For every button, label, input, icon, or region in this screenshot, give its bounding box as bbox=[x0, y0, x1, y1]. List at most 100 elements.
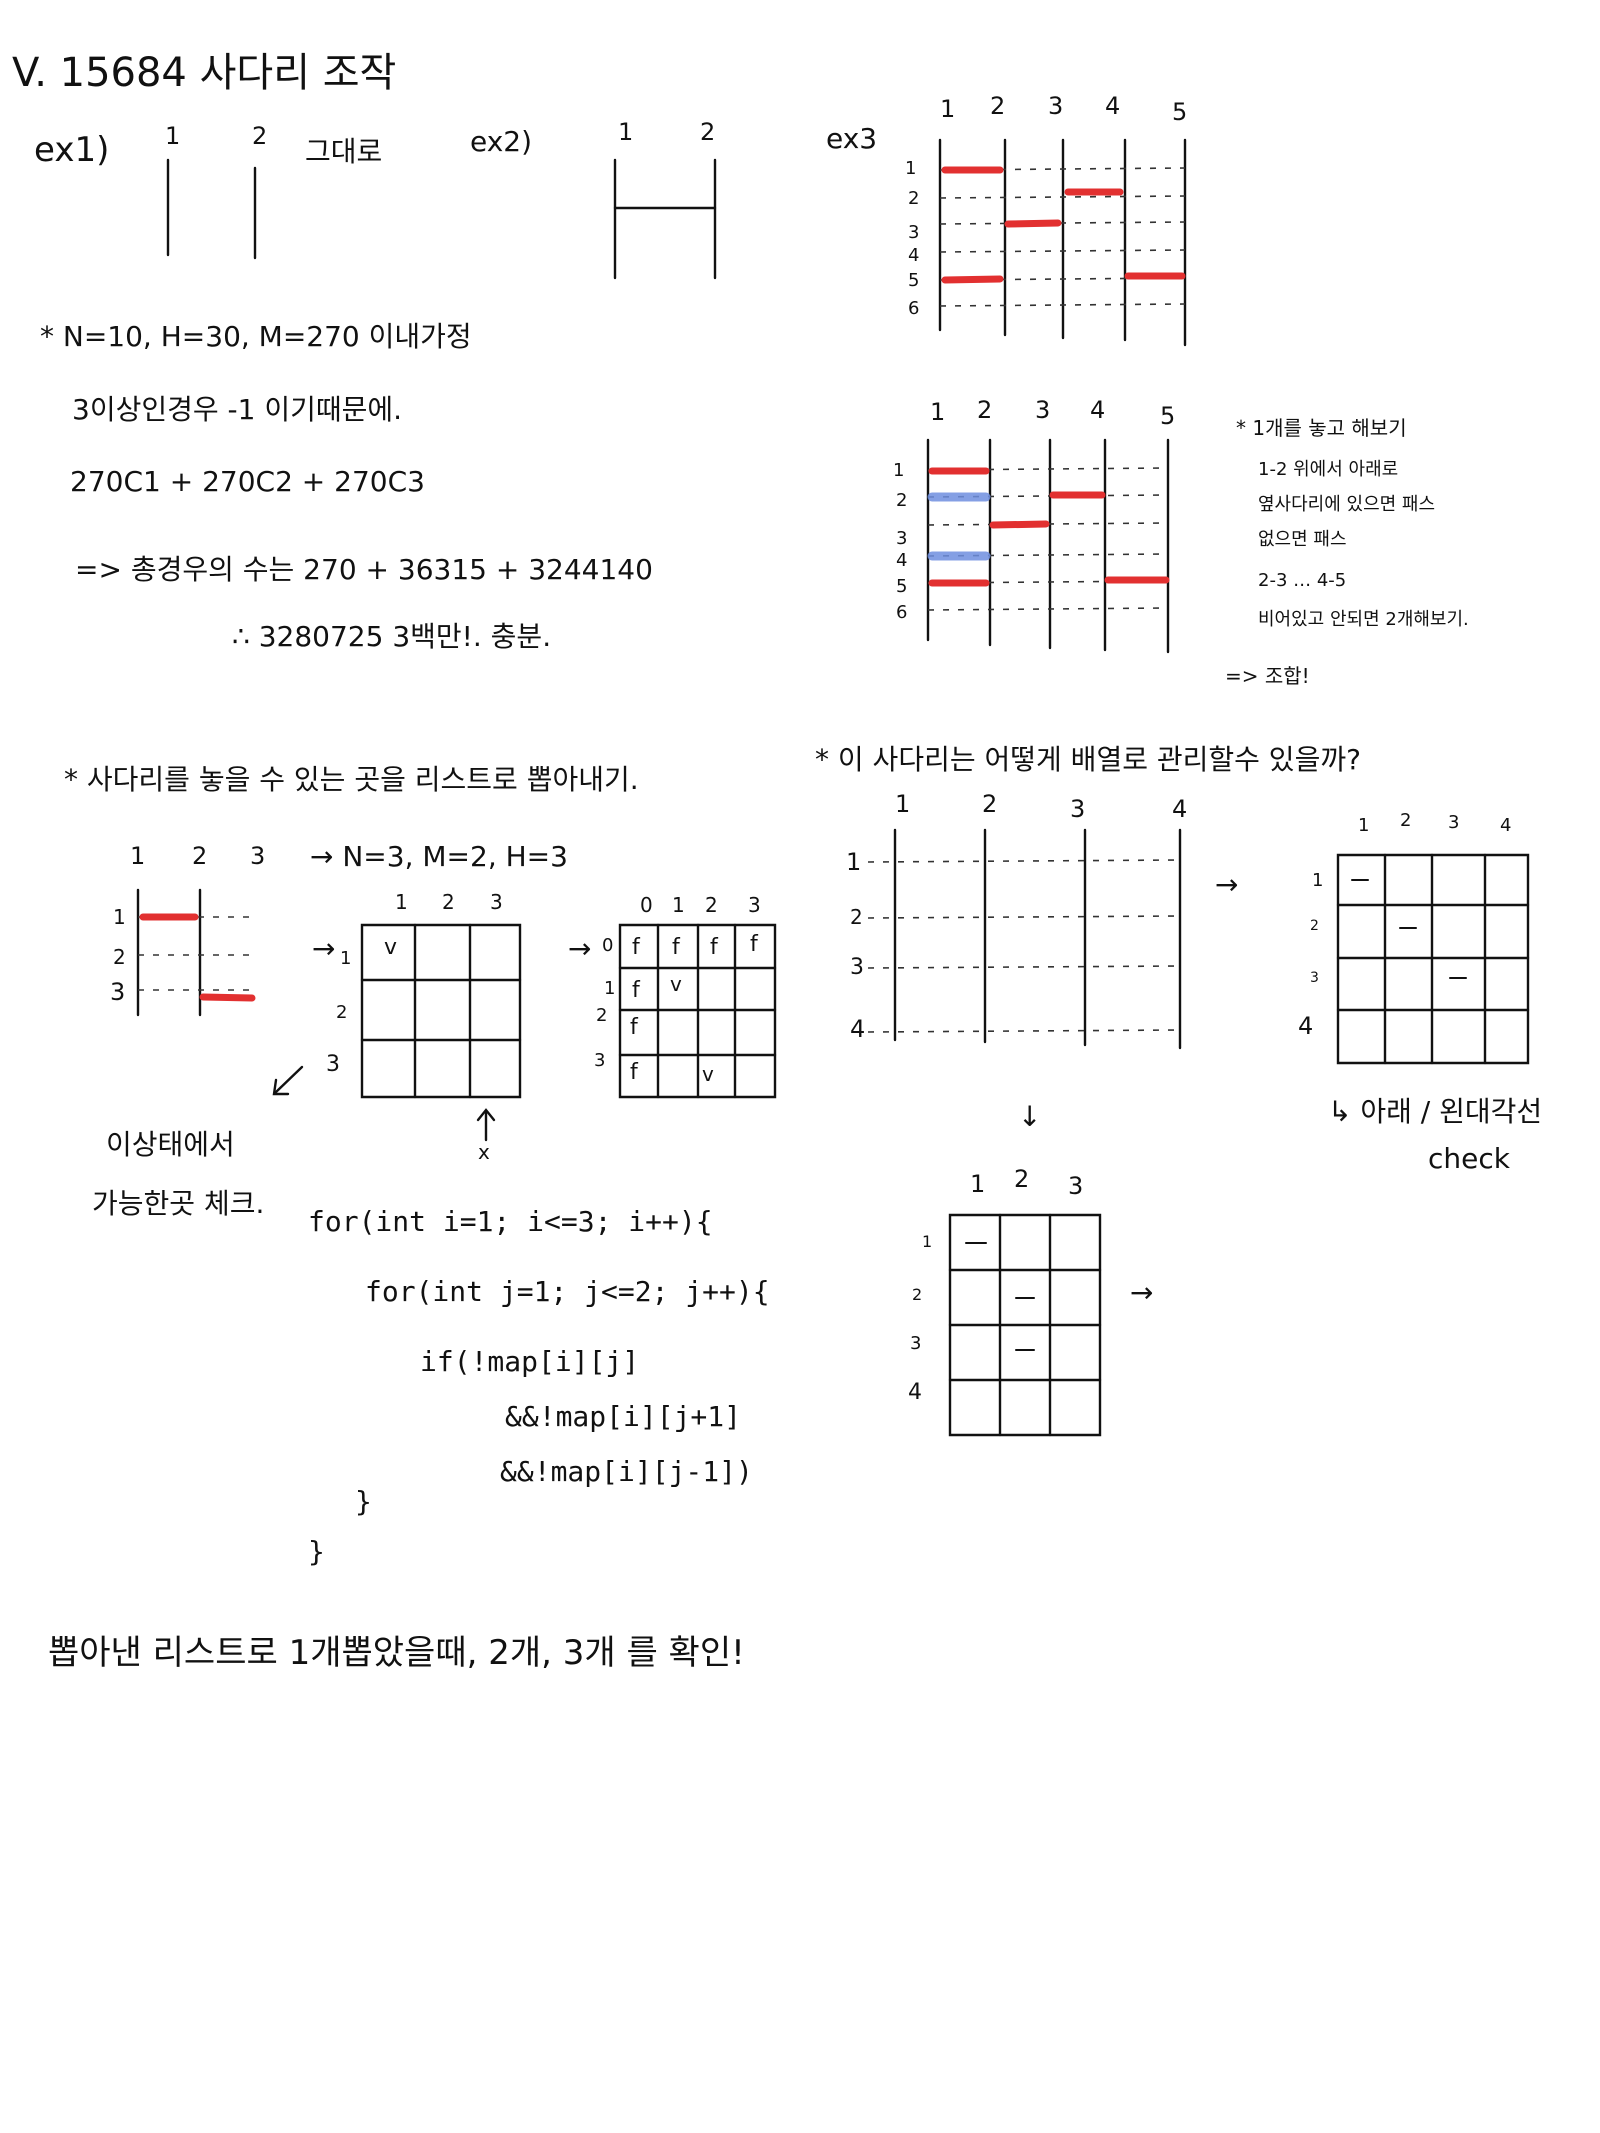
vgrid-col-2: 2 bbox=[442, 890, 455, 914]
manage-ladder-row-1: 1 bbox=[846, 848, 862, 876]
ex3-col-2: 2 bbox=[990, 92, 1006, 120]
fgrid-f-1-0: f bbox=[632, 978, 640, 1003]
analysis-line-1: * N=10, H=30, M=270 이내가정 bbox=[40, 320, 472, 353]
fgrid-f-0-3: f bbox=[750, 932, 758, 957]
ex3-row-2: 2 bbox=[908, 188, 920, 209]
ladder2-row-3: 3 bbox=[896, 528, 908, 549]
analysis-line-2: 3이상인경우 -1 이기때문에. bbox=[72, 393, 403, 426]
list-ladder-col-1: 1 bbox=[130, 842, 146, 870]
grid4-row-4: 4 bbox=[1298, 1012, 1314, 1040]
code-line-5: &&!map[i][j-1]) bbox=[500, 1455, 753, 1488]
ex3-col-4: 4 bbox=[1105, 92, 1121, 120]
vgrid-row-1: 1 bbox=[340, 948, 352, 969]
ladder2-col-4: 4 bbox=[1090, 396, 1106, 424]
vgrid-check-mark: v bbox=[384, 935, 398, 960]
ladder2-note-title: * 1개를 놓고 해보기 bbox=[1236, 416, 1407, 440]
grid4-row-1: 1 bbox=[1312, 870, 1324, 891]
code-line-1: for(int i=1; i<=3; i++){ bbox=[308, 1205, 713, 1238]
ladder2-row-1: 1 bbox=[893, 460, 905, 481]
manage-ladder-row-4: 4 bbox=[850, 1015, 866, 1043]
list-section-heading: * 사다리를 놓을 수 있는 곳을 리스트로 뽑아내기. bbox=[64, 763, 639, 796]
ex3-row-3: 3 bbox=[908, 222, 920, 243]
page-title: V. 15684 사다리 조작 bbox=[12, 50, 397, 96]
grid4-col-3: 3 bbox=[1448, 812, 1460, 833]
ladder2-row-6: 6 bbox=[896, 602, 908, 623]
code-line-6: } bbox=[355, 1485, 372, 1518]
grid4-row-2: 2 bbox=[1310, 918, 1319, 934]
grid4-note-1: ↳ 아래 / 왼대각선 bbox=[1328, 1095, 1543, 1128]
ex3-row-5: 5 bbox=[908, 270, 920, 291]
fgrid-f-0-2: f bbox=[710, 935, 718, 960]
grid4-row-3: 3 bbox=[1310, 970, 1319, 986]
ex1-col-1: 1 bbox=[165, 122, 181, 150]
ex1-col-2: 2 bbox=[252, 122, 268, 150]
grid3-col-3: 3 bbox=[1068, 1172, 1084, 1200]
vgrid-col-3: 3 bbox=[490, 890, 503, 914]
list-params: → N=3, M=2, H=3 bbox=[310, 840, 568, 873]
fgrid-col-1: 1 bbox=[672, 893, 685, 917]
ladder2-row-2: 2 bbox=[896, 490, 908, 511]
analysis-line-5: ∴ 3280725 3백만!. 충분. bbox=[232, 620, 552, 653]
footer-text: 뽑아낸 리스트로 1개뽑았을때, 2개, 3개 를 확인! bbox=[48, 1633, 745, 1673]
ladder2-col-3: 3 bbox=[1035, 396, 1051, 424]
ex3-label: ex3 bbox=[826, 122, 878, 155]
ex1-note: 그대로 bbox=[305, 135, 383, 168]
fgrid-f-0-0: f bbox=[632, 935, 640, 960]
manage-ladder-col-2: 2 bbox=[982, 790, 998, 818]
ladder2-note-1: 1-2 위에서 아래로 bbox=[1258, 459, 1399, 480]
fgrid-f-0-1: f bbox=[672, 935, 680, 960]
ladder2-row-5: 5 bbox=[896, 576, 908, 597]
fgrid-row-2: 2 bbox=[596, 1005, 608, 1026]
grid4-col-1: 1 bbox=[1358, 815, 1370, 836]
ex2-col-1: 1 bbox=[618, 118, 634, 146]
manage-ladder-col-1: 1 bbox=[895, 790, 911, 818]
grid4-note-2: check bbox=[1428, 1142, 1510, 1175]
code-line-7: } bbox=[308, 1535, 325, 1568]
list-ladder-row-2: 2 bbox=[113, 945, 126, 969]
vgrid-row-2: 2 bbox=[336, 1002, 348, 1023]
fgrid-f-2-0: f bbox=[630, 1015, 638, 1040]
ladder2-note-3: 없으면 패스 bbox=[1258, 529, 1347, 550]
grid3-col-2: 2 bbox=[1014, 1165, 1030, 1193]
code-line-2: for(int j=1; j<=2; j++){ bbox=[365, 1275, 770, 1308]
ladder2-note-4: 2-3 … 4-5 bbox=[1258, 570, 1347, 591]
grid4-col-2: 2 bbox=[1400, 810, 1412, 831]
fgrid-v-3-2: v bbox=[702, 1062, 714, 1086]
vgrid-col-1: 1 bbox=[395, 890, 408, 914]
list-ladder-row-1: 1 bbox=[113, 905, 126, 929]
code-line-4: &&!map[i][j+1] bbox=[505, 1400, 742, 1433]
vgrid-x-label: x bbox=[478, 1140, 490, 1164]
ex2-col-2: 2 bbox=[700, 118, 716, 146]
grid3-row-1: 1 bbox=[922, 1232, 933, 1251]
ladder2-note-6: => 조합! bbox=[1225, 664, 1310, 688]
fgrid-col-0: 0 bbox=[640, 893, 653, 917]
grid4-col-4: 4 bbox=[1500, 815, 1512, 836]
fgrid-col-2: 2 bbox=[705, 893, 718, 917]
fgrid-f-3-0: f bbox=[630, 1060, 638, 1085]
ladder2-note-2: 옆사다리에 있으면 패스 bbox=[1258, 494, 1436, 515]
list-note-2: 가능한곳 체크. bbox=[92, 1187, 265, 1220]
manage-arrow-down: ↓ bbox=[1018, 1100, 1042, 1133]
grid3-row-2: 2 bbox=[912, 1285, 923, 1304]
ladder2-col-5: 5 bbox=[1160, 402, 1176, 430]
ex3-row-1: 1 bbox=[905, 158, 917, 179]
ex2-label: ex2) bbox=[470, 125, 533, 158]
grid3-row-3: 3 bbox=[910, 1333, 922, 1354]
vgrid-row-3: 3 bbox=[326, 1052, 340, 1077]
ladder2-row-4: 4 bbox=[896, 550, 908, 571]
list-note-1: 이상태에서 bbox=[106, 1128, 235, 1161]
ladder2-note-5: 비어있고 안되면 2개해보기. bbox=[1258, 609, 1469, 630]
manage-ladder-row-2: 2 bbox=[850, 905, 863, 929]
fgrid-v-1-1: v bbox=[670, 972, 682, 996]
arrow-to-fgrid: → bbox=[568, 932, 592, 965]
ex3-col-3: 3 bbox=[1048, 92, 1064, 120]
ex3-col-1: 1 bbox=[940, 95, 956, 123]
analysis-line-4: => 총경우의 수는 270 + 36315 + 3244140 bbox=[75, 553, 653, 586]
fgrid-row-3: 3 bbox=[594, 1050, 606, 1071]
ladder2-col-1: 1 bbox=[930, 398, 946, 426]
ladder2-col-2: 2 bbox=[977, 396, 993, 424]
list-ladder-row-3: 3 bbox=[110, 978, 126, 1006]
manage-section-heading: * 이 사다리는 어떻게 배열로 관리할수 있을까? bbox=[815, 743, 1361, 776]
